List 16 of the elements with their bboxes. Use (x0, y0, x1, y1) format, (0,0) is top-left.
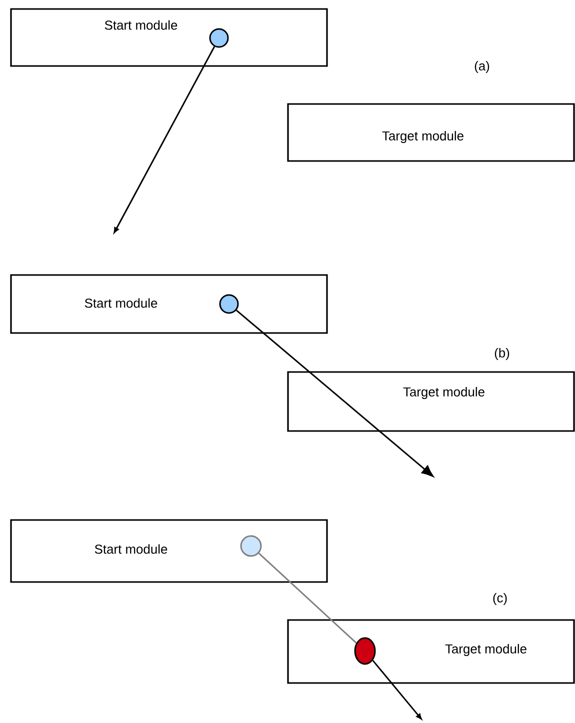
module-box: Target module (287, 103, 575, 162)
module-box: Target module (287, 619, 575, 684)
module-box: Start module (10, 519, 328, 583)
circle-marker (209, 28, 229, 48)
circle-marker (354, 637, 376, 665)
arrow (236, 310, 434, 477)
arrow (372, 660, 422, 720)
panel-label: (b) (494, 348, 510, 360)
circle-marker (219, 294, 239, 314)
module-box: Target module (287, 371, 575, 432)
module-box: Start module (10, 8, 328, 67)
module-box: Start module (10, 274, 328, 334)
panel-label: (a) (474, 60, 490, 74)
circle-marker (240, 535, 262, 557)
panel-label: (c) (493, 592, 507, 606)
arrow (114, 46, 216, 234)
